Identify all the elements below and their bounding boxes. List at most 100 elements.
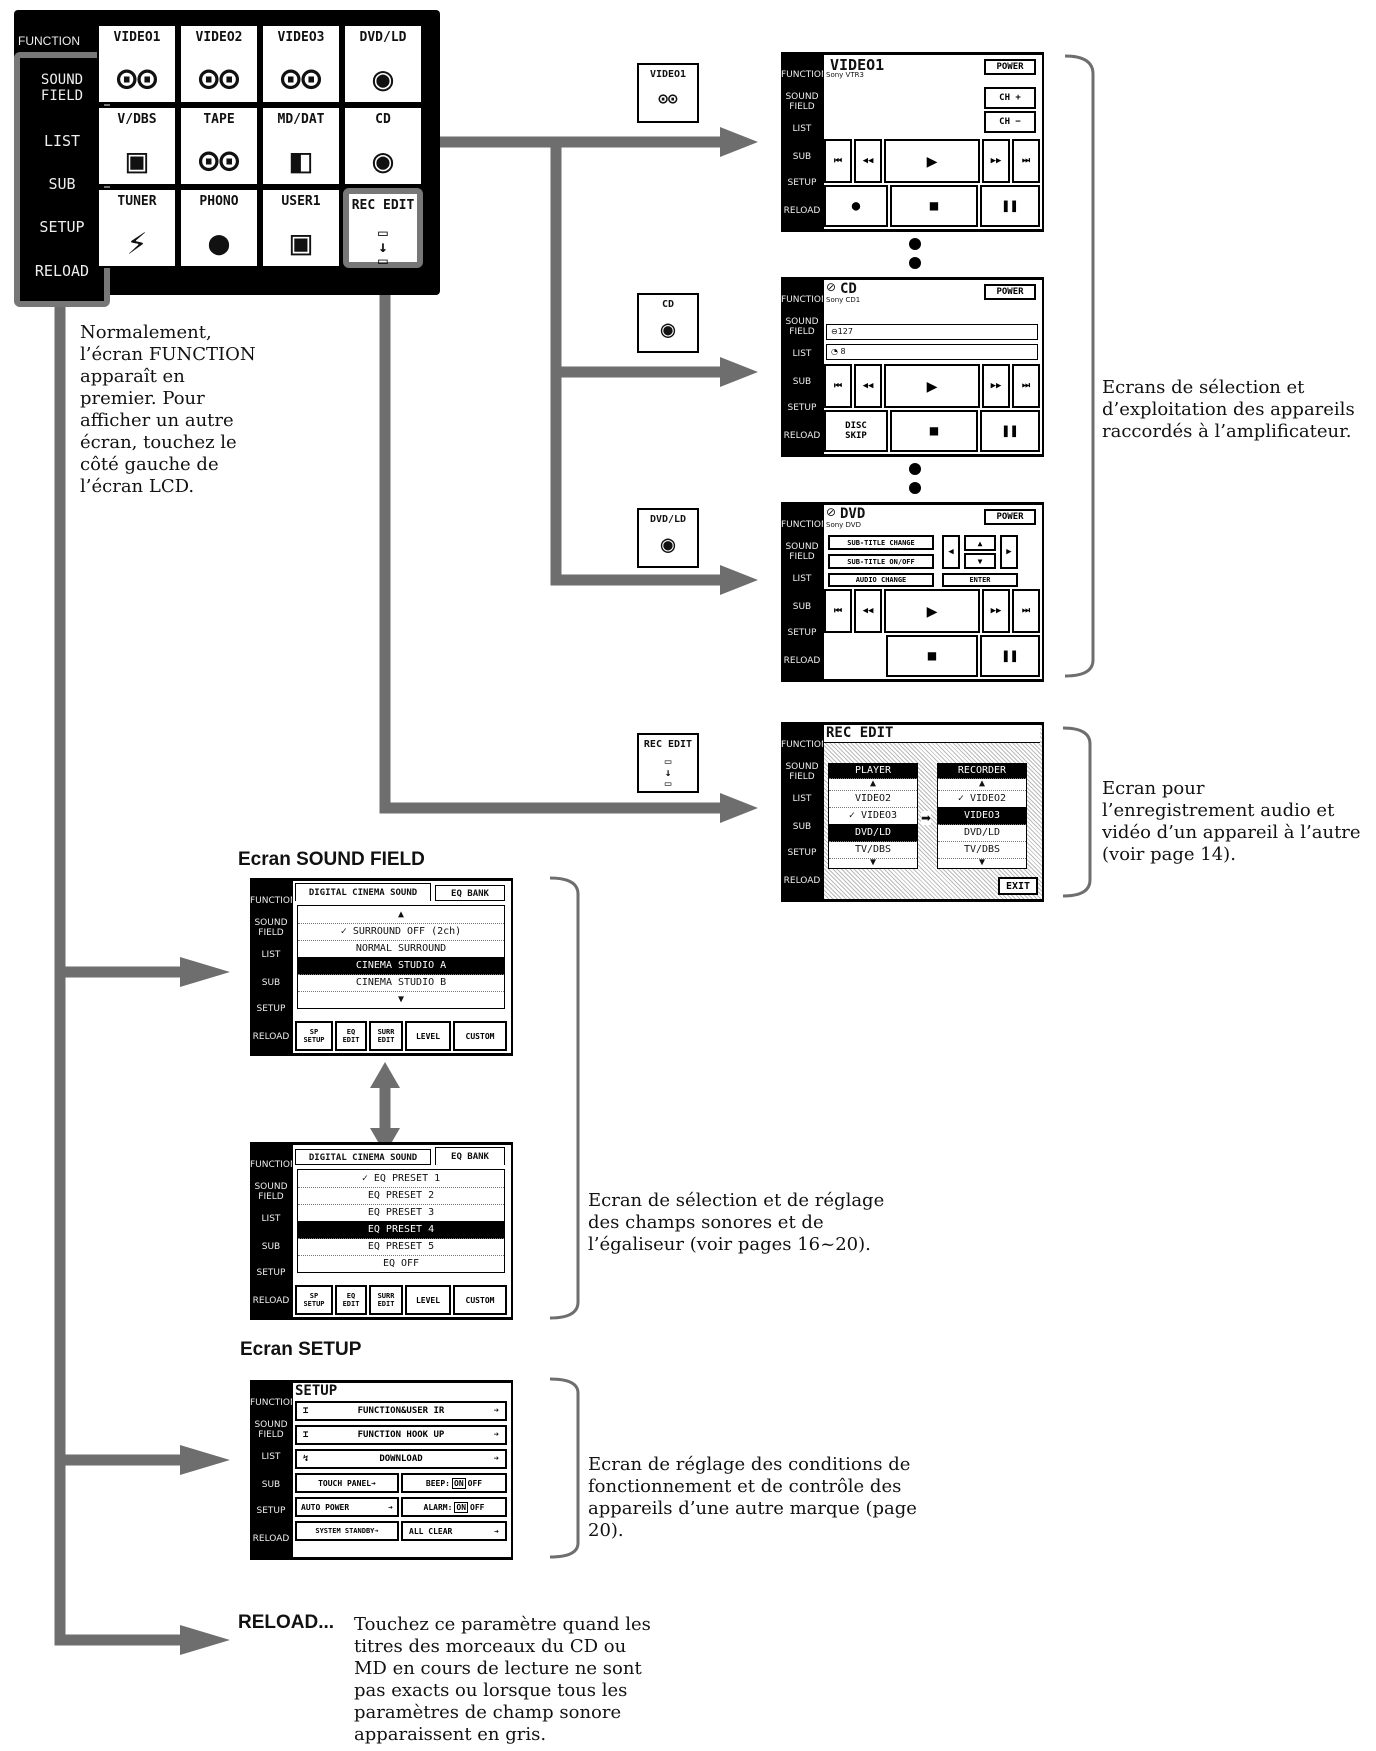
prev-track-button[interactable]: ⏮: [824, 139, 852, 183]
pause-button[interactable]: ❚❚: [980, 635, 1040, 677]
rewind-button[interactable]: ◀◀: [854, 364, 882, 408]
side-function[interactable]: FUNCTION: [781, 295, 828, 305]
next-track-button[interactable]: ⏭: [1012, 364, 1040, 408]
stop-button[interactable]: ■: [886, 635, 978, 677]
side-sub[interactable]: SUB: [261, 1242, 281, 1252]
tile-dvd-ld[interactable]: DVD/LD◉: [343, 24, 423, 104]
fast-forward-button[interactable]: ▶▶: [982, 364, 1010, 408]
side-reload[interactable]: RELOAD: [252, 1032, 290, 1042]
side-list[interactable]: LIST: [792, 574, 812, 584]
side-sound-field[interactable]: SOUND FIELD: [785, 762, 819, 782]
custom-button[interactable]: CUSTOM: [453, 1021, 507, 1051]
side-sound-field[interactable]: SOUND FIELD: [254, 1420, 288, 1440]
surr-edit-button[interactable]: SURR EDIT: [369, 1021, 403, 1051]
auto-power-button[interactable]: AUTO POWER➔: [295, 1497, 399, 1517]
side-function[interactable]: FUNCTION: [250, 896, 297, 906]
side-list[interactable]: LIST: [792, 124, 812, 134]
side-sub[interactable]: SUB: [792, 377, 812, 387]
side-setup[interactable]: SETUP: [787, 178, 817, 188]
pause-button[interactable]: ❚❚: [980, 185, 1040, 227]
function-user-ir-button[interactable]: ⌶FUNCTION&USER IR➔: [295, 1401, 507, 1421]
scroll-up-icon[interactable]: ▲: [298, 906, 504, 924]
tile-video1[interactable]: VIDEO1⊙⊙: [97, 24, 177, 104]
arrow-left-button[interactable]: ◀: [942, 535, 960, 569]
list-item[interactable]: ✓ VIDEO3: [829, 807, 917, 825]
list-item[interactable]: CINEMA STUDIO B: [298, 974, 504, 992]
list-item[interactable]: CINEMA STUDIO A: [298, 957, 504, 975]
side-sub[interactable]: SUB: [261, 978, 281, 988]
prev-track-button[interactable]: ⏮: [824, 589, 852, 633]
side-function[interactable]: FUNCTION: [781, 70, 828, 80]
side-setup[interactable]: SETUP: [39, 218, 85, 236]
list-item[interactable]: EQ PRESET 5: [298, 1238, 504, 1256]
side-reload[interactable]: RELOAD: [783, 431, 821, 441]
list-item[interactable]: VIDEO2: [829, 790, 917, 808]
eq-edit-button[interactable]: EQ EDIT: [335, 1285, 367, 1315]
side-sound-field[interactable]: SOUND FIELD: [254, 1182, 288, 1202]
power-button[interactable]: POWER: [984, 509, 1036, 525]
side-list[interactable]: LIST: [43, 132, 81, 150]
custom-button[interactable]: CUSTOM: [453, 1285, 507, 1315]
side-setup[interactable]: SETUP: [787, 848, 817, 858]
eq-edit-button[interactable]: EQ EDIT: [335, 1021, 367, 1051]
list-item[interactable]: EQ PRESET 4: [298, 1221, 504, 1239]
side-sound-field[interactable]: SOUND FIELD: [785, 92, 819, 112]
record-button[interactable]: ●: [824, 185, 888, 227]
next-track-button[interactable]: ⏭: [1012, 589, 1040, 633]
system-standby-button[interactable]: SYSTEM STANDBY➔: [295, 1521, 399, 1541]
scroll-up-icon[interactable]: ▲: [938, 778, 1026, 791]
side-sound-field[interactable]: SOUND FIELD: [785, 542, 819, 562]
side-function[interactable]: FUNCTION: [781, 520, 828, 530]
list-item[interactable]: ✓ EQ PRESET 1: [298, 1170, 504, 1188]
arrow-down-button[interactable]: ▼: [964, 553, 996, 569]
scroll-down-icon[interactable]: ▼: [397, 994, 405, 1005]
side-list[interactable]: LIST: [261, 1214, 281, 1224]
stop-button[interactable]: ■: [890, 185, 978, 227]
list-item[interactable]: DVD/LD: [829, 824, 917, 842]
side-sub[interactable]: SUB: [48, 175, 76, 193]
tile-tuner[interactable]: TUNER⚡: [97, 188, 177, 268]
ch-plus-button[interactable]: CH +: [984, 87, 1036, 109]
arrow-right-button[interactable]: ▶: [1000, 535, 1018, 569]
tile-phono[interactable]: PHONO●: [179, 188, 259, 268]
side-sound-field[interactable]: SOUND FIELD: [254, 918, 288, 938]
rewind-button[interactable]: ◀◀: [854, 139, 882, 183]
side-function[interactable]: FUNCTION: [781, 740, 828, 750]
list-item[interactable]: ✓ SURROUND OFF (2ch): [298, 923, 504, 941]
side-reload[interactable]: RELOAD: [34, 262, 90, 280]
prev-track-button[interactable]: ⏮: [824, 364, 852, 408]
rewind-button[interactable]: ◀◀: [854, 589, 882, 633]
level-button[interactable]: LEVEL: [405, 1285, 451, 1315]
side-reload[interactable]: RELOAD: [252, 1534, 290, 1544]
stop-button[interactable]: ■: [890, 410, 978, 452]
tile-tv-dbs[interactable]: V/DBS▣: [97, 106, 177, 186]
play-button[interactable]: ▶: [884, 364, 980, 408]
pause-button[interactable]: ❚❚: [980, 410, 1040, 452]
tile-video3[interactable]: VIDEO3⊙⊙: [261, 24, 341, 104]
side-sound-field[interactable]: SOUND FIELD: [785, 317, 819, 337]
subtitle-change-button[interactable]: SUB-TITLE CHANGE: [828, 535, 934, 550]
tile-rec-edit[interactable]: REC EDIT▭↓▭: [343, 188, 423, 269]
scroll-up-icon[interactable]: ▲: [829, 778, 917, 791]
sp-setup-button[interactable]: SP SETUP: [295, 1021, 333, 1051]
list-item[interactable]: EQ PRESET 3: [298, 1204, 504, 1222]
audio-change-button[interactable]: AUDIO CHANGE: [828, 573, 934, 587]
side-reload[interactable]: RELOAD: [783, 206, 821, 216]
side-setup[interactable]: SETUP: [256, 1506, 286, 1516]
player-list[interactable]: PLAYER ▲ VIDEO2 ✓ VIDEO3 DVD/LD TV/DBS ▼: [828, 763, 918, 869]
tile-md-dat[interactable]: MD/DAT◧: [261, 106, 341, 186]
ch-minus-button[interactable]: CH −: [984, 111, 1036, 133]
list-item[interactable]: EQ PRESET 2: [298, 1187, 504, 1205]
scroll-down-icon[interactable]: ▼: [978, 857, 986, 868]
side-list[interactable]: LIST: [261, 950, 281, 960]
side-sub[interactable]: SUB: [261, 1480, 281, 1490]
arrow-up-button[interactable]: ▲: [964, 535, 996, 551]
list-item[interactable]: VIDEO3: [938, 807, 1026, 825]
sp-setup-button[interactable]: SP SETUP: [295, 1285, 333, 1315]
side-setup[interactable]: SETUP: [256, 1268, 286, 1278]
side-setup[interactable]: SETUP: [787, 628, 817, 638]
tab-eq-bank[interactable]: EQ BANK: [435, 885, 505, 901]
side-sub[interactable]: SUB: [792, 602, 812, 612]
